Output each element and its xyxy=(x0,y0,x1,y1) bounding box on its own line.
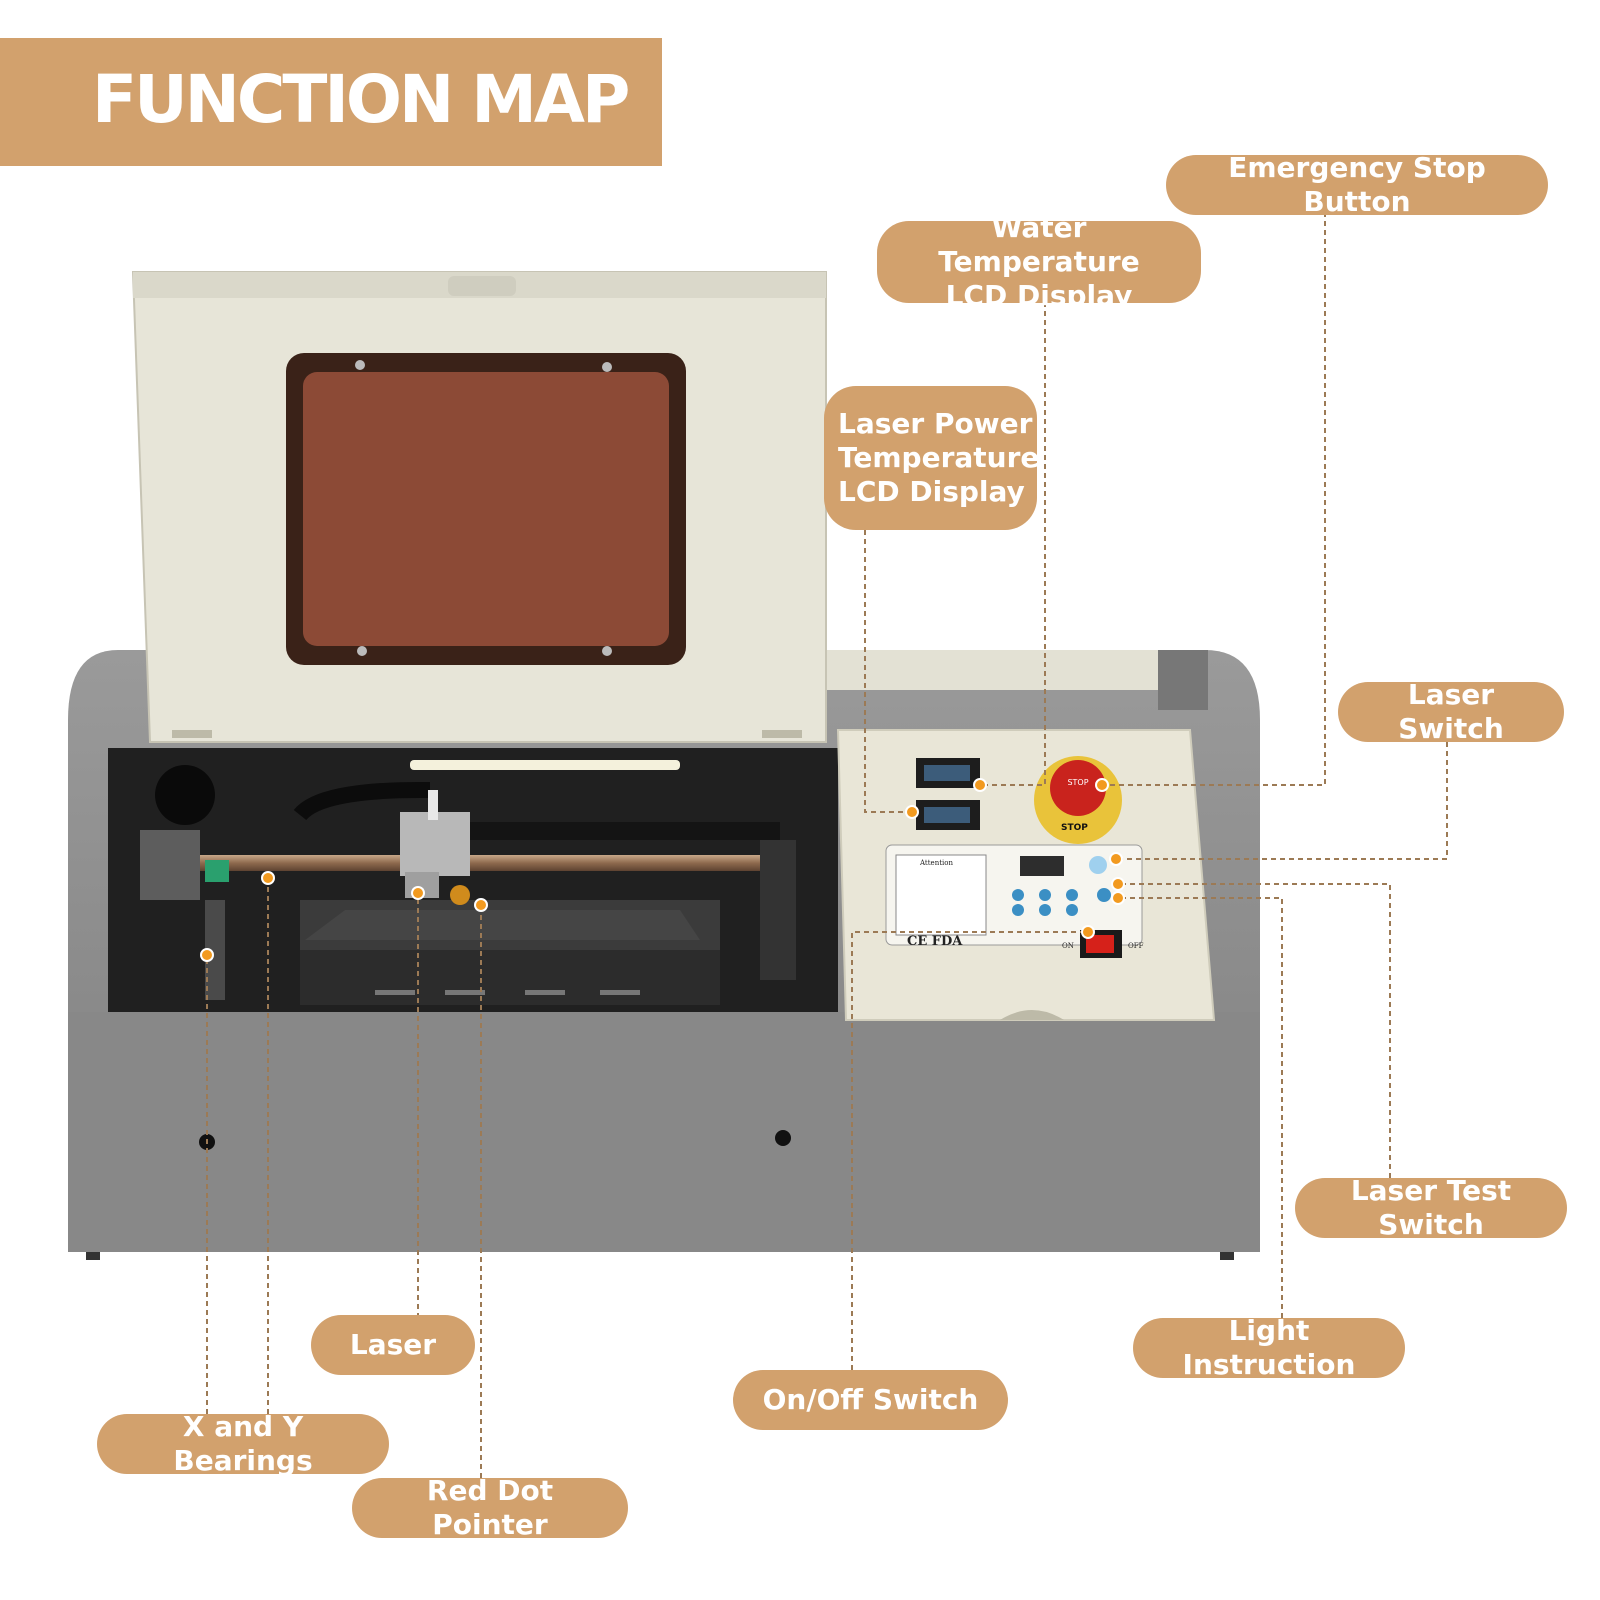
attention-text: Attention xyxy=(919,859,953,867)
stop-text: STOP xyxy=(1067,778,1088,787)
control-panel xyxy=(836,729,1216,1021)
label-water-temperature-lcd: Water Temperature LCD Display xyxy=(877,211,1201,312)
on-text: ON xyxy=(1062,942,1074,950)
label-laser: Laser xyxy=(311,1315,475,1375)
work-area xyxy=(108,748,838,1012)
mount-hole-right xyxy=(775,1130,791,1146)
label-red-dot-pointer: Red Dot Pointer xyxy=(352,1474,628,1541)
ce-fda-mark: CE FDA xyxy=(907,934,963,949)
header-bar xyxy=(0,38,662,166)
off-text: OFF xyxy=(1128,942,1144,950)
label-laser-power-lcd: Laser Power Temperature LCD Display xyxy=(824,386,1039,530)
label-on-off-switch: On/Off Switch xyxy=(733,1370,1008,1430)
label-light-instruction: Light Instruction xyxy=(1133,1314,1405,1381)
label-laser-test-switch: Laser Test Switch xyxy=(1295,1174,1567,1241)
page-title: FUNCTION MAP xyxy=(92,61,630,138)
label-laser-switch: Laser Switch xyxy=(1338,678,1564,745)
laser-switch-button xyxy=(1089,856,1107,874)
stop-ring-text: STOP xyxy=(1061,823,1088,833)
viewing-window xyxy=(303,372,669,646)
label-x-and-y-bearings: X and Y Bearings xyxy=(97,1410,389,1477)
label-emergency-stop-button: Emergency Stop Button xyxy=(1166,151,1548,218)
mount-hole-left xyxy=(199,1134,215,1150)
lid xyxy=(131,271,827,743)
